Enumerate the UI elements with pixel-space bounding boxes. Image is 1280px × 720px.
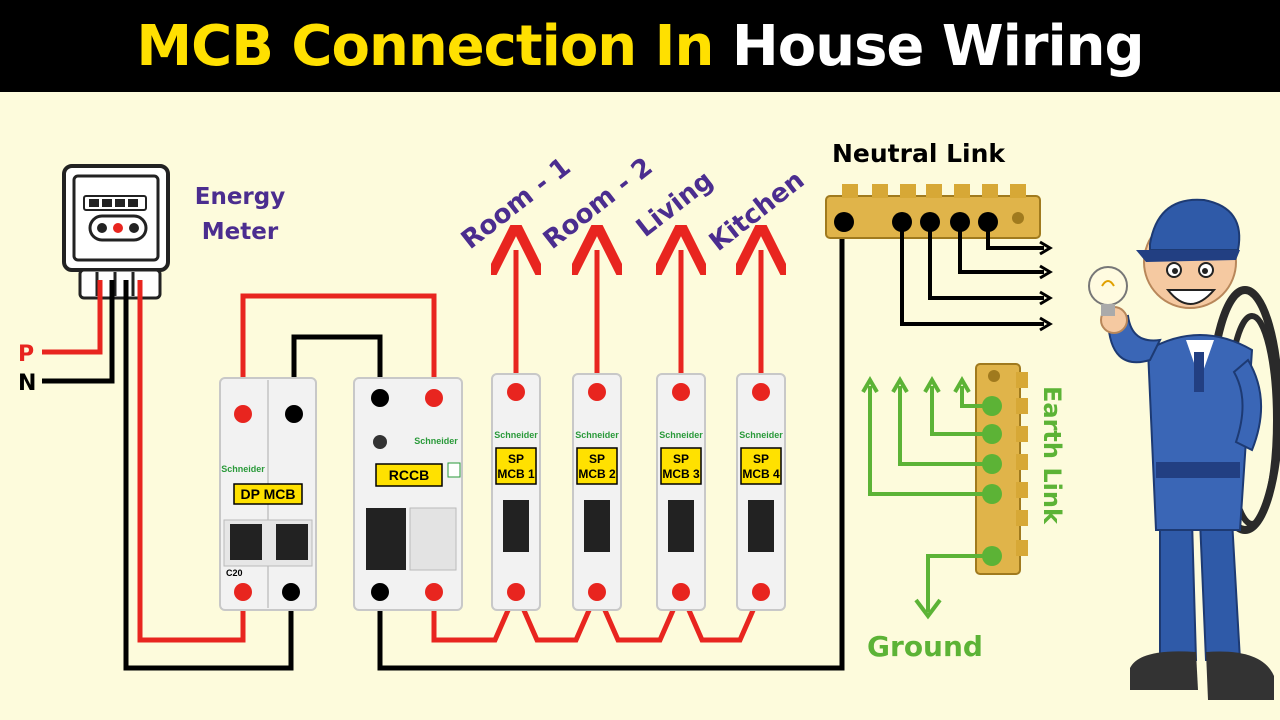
neutral-arrowheads — [1039, 240, 1053, 332]
sp-mcb-1-line1: SP — [508, 452, 524, 466]
sp-mcb-3: Schneider SP MCB 3 — [656, 250, 706, 611]
neutral-out-1 — [900, 222, 1044, 326]
energy-meter-label-2: Meter — [202, 219, 279, 245]
sp-mcb-4-line1: SP — [753, 452, 769, 466]
sp-mcb-2-line2: MCB 2 — [578, 467, 616, 481]
electrician-illustration — [1088, 198, 1280, 700]
sp-mcb-1: Schneider SP MCB 1 — [491, 250, 541, 611]
supply-neutral-wire — [42, 280, 115, 384]
rccb: Schneider RCCB — [353, 377, 463, 611]
circuit-label-kitchen: Kitchen — [704, 165, 810, 257]
meter-neutral-out-wire — [123, 280, 294, 671]
sp-mcb-3-line1: SP — [673, 452, 689, 466]
rccb-brand: Schneider — [414, 436, 458, 446]
meter-phase-out-wire — [137, 280, 246, 643]
dp-to-rccb-neutral-wire — [291, 334, 383, 414]
earth-wires — [861, 376, 992, 620]
sp-mcb-1-brand: Schneider — [494, 430, 538, 440]
sp-mcb-1-line2: MCB 1 — [497, 467, 535, 481]
earth-link-label: Earth Link — [1038, 386, 1066, 525]
rccb-label: RCCB — [389, 467, 429, 483]
sp-mcb-3-line2: MCB 3 — [662, 467, 700, 481]
neutral-link-label: Neutral Link — [832, 139, 1006, 168]
dp-to-rccb-phase-wire — [240, 293, 437, 414]
sp-mcb-3-brand: Schneider — [659, 430, 703, 440]
wiring-diagram: Energy Meter P N Schneider DP MCB C20 — [18, 139, 1280, 700]
phase-label: P — [18, 342, 34, 367]
sp-mcb-2-line1: SP — [589, 452, 605, 466]
sp-mcb-2-brand: Schneider — [575, 430, 619, 440]
neutral-out-2 — [928, 222, 1044, 300]
dp-mcb-rating: C20 — [226, 568, 243, 578]
title-plain: House Wiring — [731, 13, 1145, 79]
title-banner: MCB Connection In House Wiring — [0, 0, 1280, 92]
energy-meter — [62, 164, 170, 300]
title-highlight: MCB Connection In — [136, 13, 714, 79]
dp-mcb: Schneider DP MCB C20 — [219, 377, 317, 611]
rccb-neutral-out-wire — [377, 222, 845, 671]
sp-mcb-4-line2: MCB 4 — [742, 467, 780, 481]
dp-mcb-label: DP MCB — [241, 486, 296, 502]
energy-meter-label-1: Energy — [195, 184, 285, 210]
supply-phase-wire — [42, 280, 103, 355]
neutral-label: N — [18, 371, 36, 396]
ground-label: Ground — [867, 630, 983, 663]
dp-mcb-brand-left: Schneider — [221, 464, 265, 474]
sp-mcb-2: Schneider SP MCB 2 — [572, 250, 622, 611]
sp-mcb-4-brand: Schneider — [739, 430, 783, 440]
neutral-out-3 — [958, 222, 1044, 274]
sp-mcb-4: Schneider SP MCB 4 — [736, 250, 786, 611]
